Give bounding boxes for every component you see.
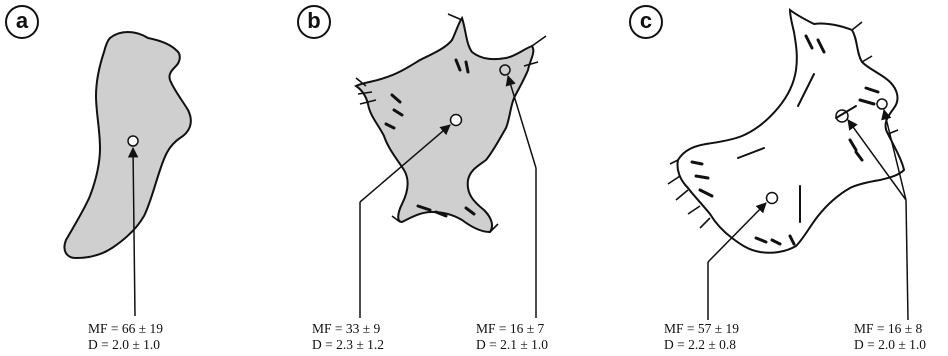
- pointer-arrow-c2: [906, 200, 908, 320]
- panel-a: [64, 32, 190, 316]
- caption-c2-mf: MF = 16 ± 8: [854, 321, 922, 336]
- caption-c2-d: D = 2.0 ± 1.0: [854, 337, 926, 352]
- measurement-site-c1: [767, 193, 778, 204]
- panel-c: [668, 10, 908, 320]
- cell-outline-a: [64, 32, 190, 258]
- caption-b2-d: D = 2.1 ± 1.0: [476, 337, 548, 352]
- caption-a-d: D = 2.0 ± 1.0: [88, 337, 160, 352]
- caption-c1-mf: MF = 57 ± 19: [664, 321, 739, 336]
- caption-b1-mf: MF = 33 ± 9: [312, 321, 380, 336]
- cell-outline-c: [677, 10, 904, 253]
- measurement-site-b1: [451, 115, 462, 126]
- panel-b: [356, 14, 546, 318]
- pointer-arrow-b2-diag: [508, 76, 536, 168]
- cell-outline-b: [356, 18, 533, 232]
- caption-c1-d: D = 2.2 ± 0.8: [664, 337, 736, 352]
- measurement-site-a1: [128, 136, 138, 146]
- caption-b2-mf: MF = 16 ± 7: [476, 321, 544, 336]
- caption-a-mf: MF = 66 ± 19: [88, 321, 163, 336]
- caption-b1-d: D = 2.3 ± 1.2: [312, 337, 384, 352]
